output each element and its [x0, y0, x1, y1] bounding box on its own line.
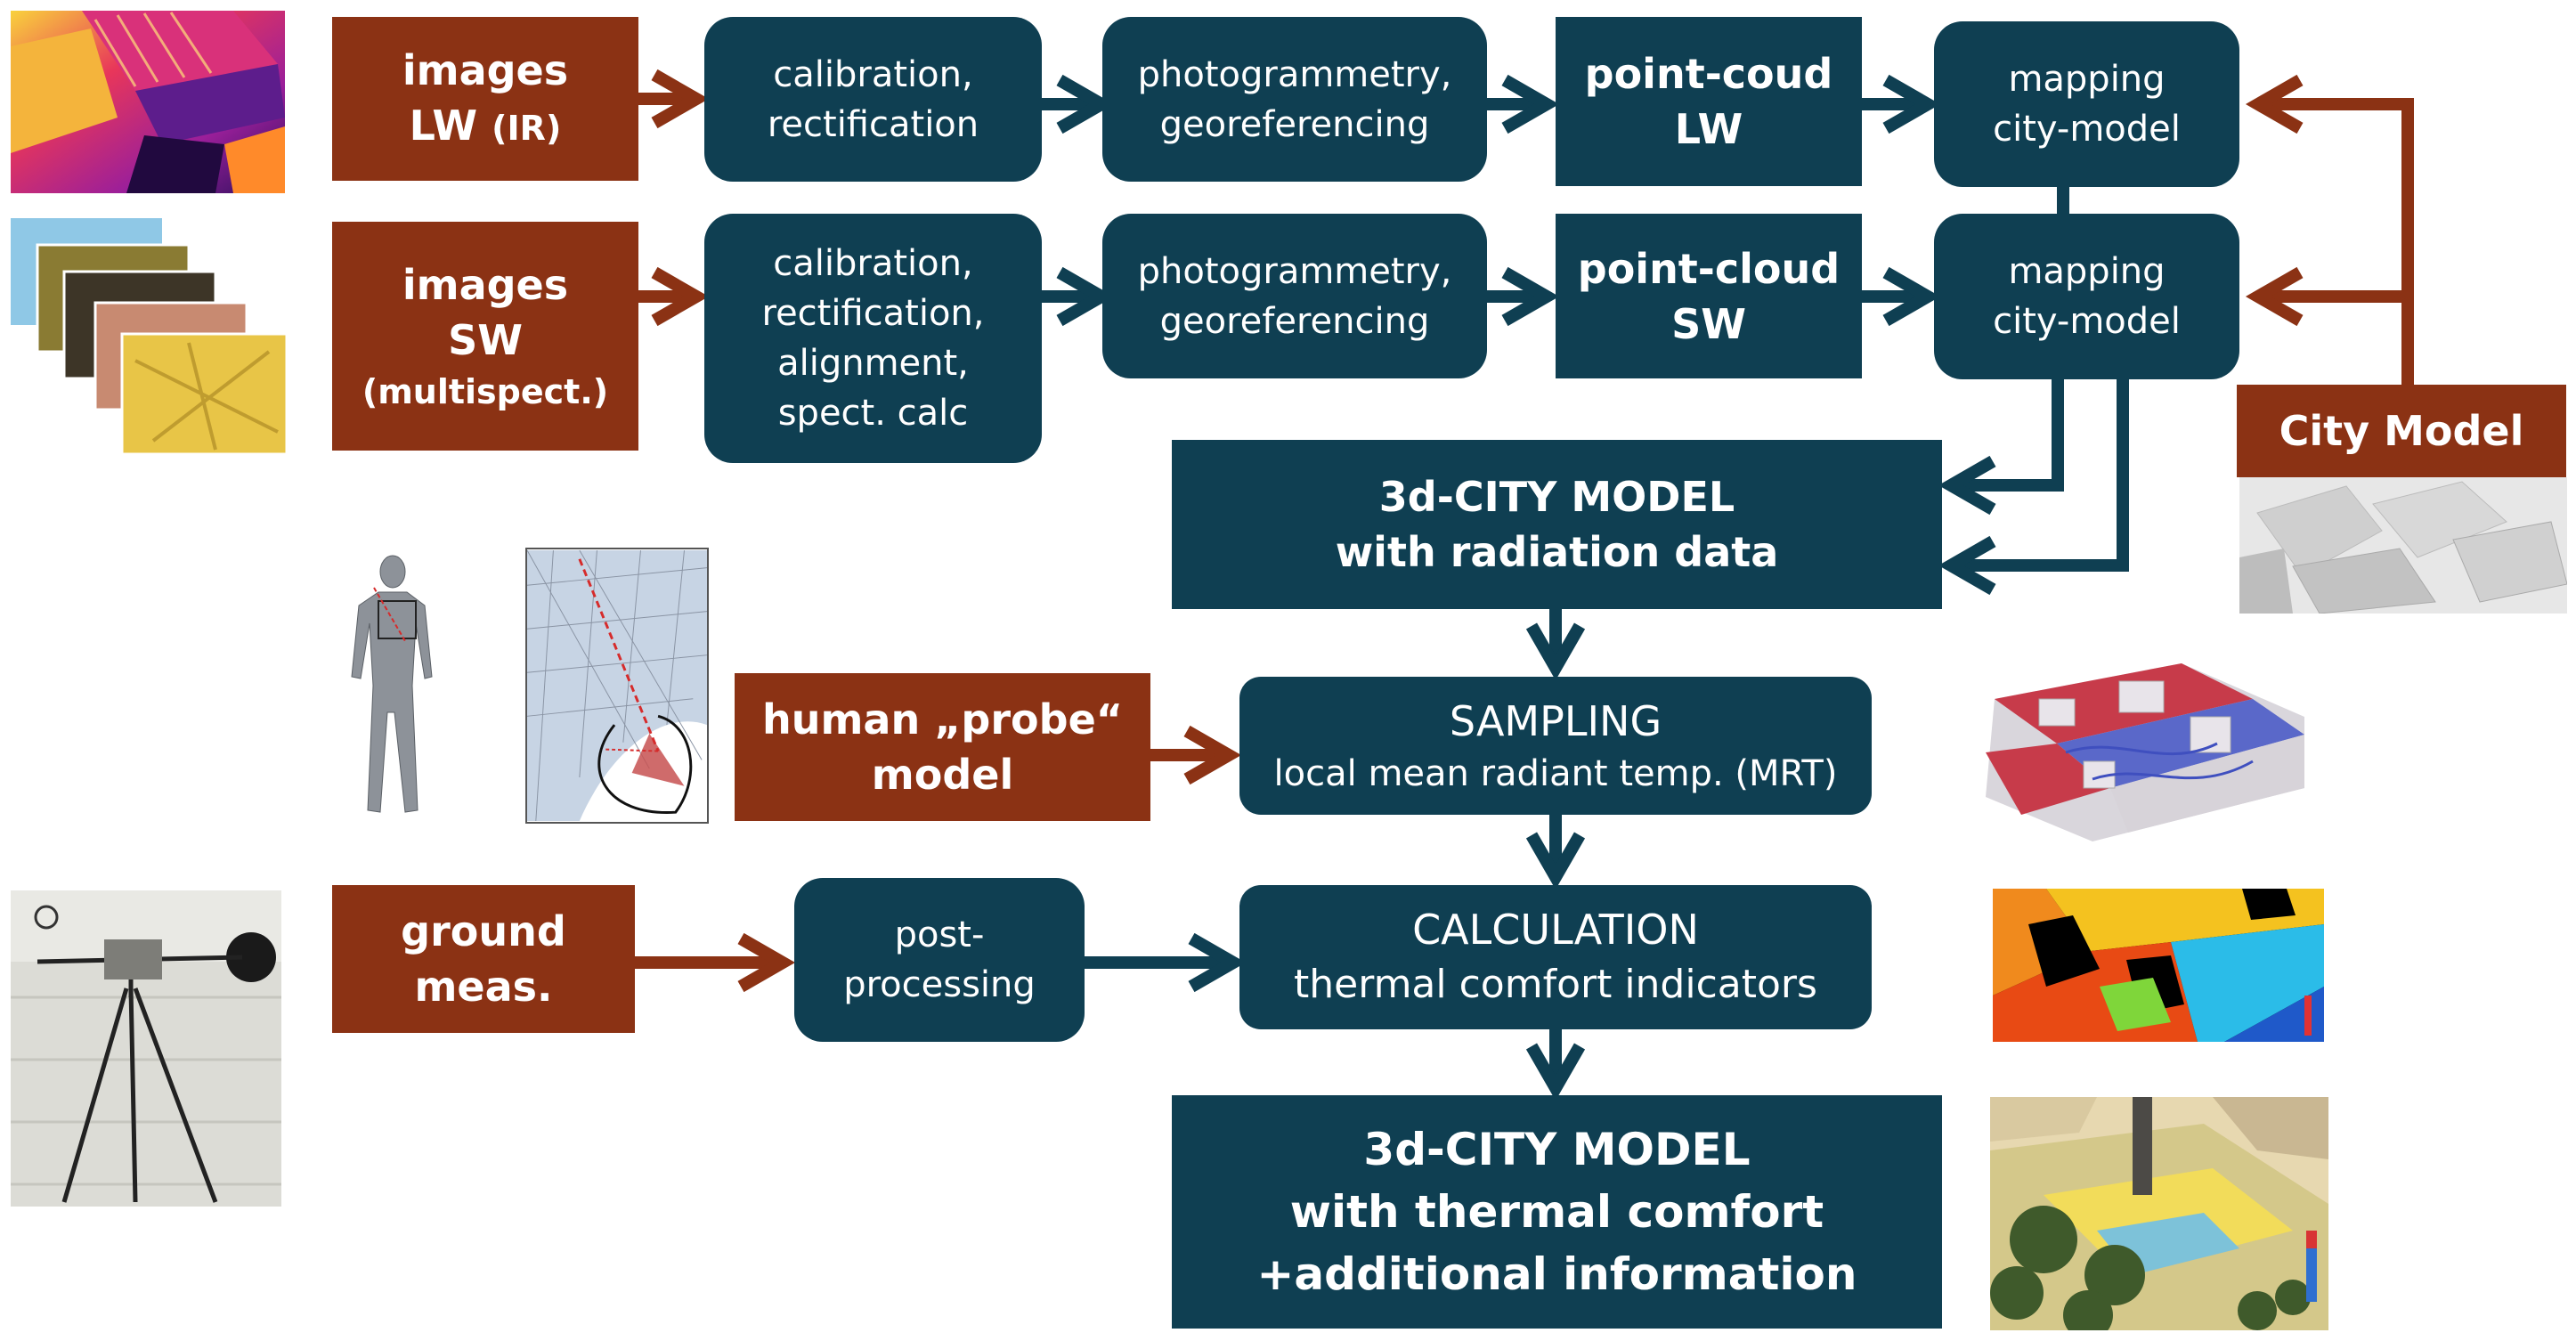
- images-sw-line1: images: [402, 260, 569, 309]
- point-cloud-lw-line2: LW: [1674, 105, 1743, 153]
- calibration-lw-line1: calibration,: [773, 53, 973, 95]
- city-model-radiation-line2: with radiation data: [1335, 528, 1779, 576]
- sampling-line1: SAMPLING: [1449, 696, 1662, 745]
- mesh-detail-with-ray: [525, 548, 709, 824]
- images-lw-ir: (IR): [492, 108, 562, 148]
- arrowhead-calib-sw-to-photo: [1056, 266, 1115, 327]
- thermal-infrared-image: [11, 11, 285, 193]
- arrowhead-probe-to-sampling: [1183, 725, 1242, 785]
- arrowhead-photo-sw-to-pc: [1501, 266, 1560, 327]
- ground-meas-box: ground meas.: [332, 885, 635, 1033]
- images-lw-lw: LW: [409, 101, 478, 150]
- arrow-map-to-city-upper: [1953, 379, 2064, 492]
- images-lw-line2: LW (IR): [410, 98, 562, 156]
- human-probe-line1: human „probe“: [761, 695, 1124, 744]
- photogrammetry-sw-line1: photogrammetry,: [1137, 250, 1452, 292]
- sampling-box: SAMPLING local mean radiant temp. (MRT): [1239, 677, 1872, 815]
- city-model-final-line2: with thermal comfort: [1289, 1186, 1824, 1238]
- grey-city-model-render: [2239, 477, 2567, 614]
- mapping-sw-line1: mapping: [2008, 251, 2166, 292]
- calibration-sw-box: calibration, rectification, alignment, s…: [704, 214, 1042, 463]
- arrowhead-citymodel-to-map-lw: [2245, 74, 2304, 134]
- human-probe-line2: model: [871, 751, 1014, 799]
- calibration-sw-line4: spect. calc: [777, 393, 969, 434]
- city-model-radiation-box: 3d-CITY MODEL with radiation data: [1172, 440, 1942, 609]
- arrowhead-citymodel-to-map-sw: [2245, 266, 2304, 327]
- post-processing-line1: post-: [894, 914, 985, 955]
- calculation-line2: thermal comfort indicators: [1294, 962, 1817, 1007]
- images-sw-box: images SW (multispect.): [332, 222, 638, 451]
- ground-measurement-tripod-photo: [11, 890, 281, 1207]
- images-sw-line3: (multispect.): [362, 371, 609, 411]
- city-model-final-line1: 3d-CITY MODEL: [1363, 1124, 1751, 1175]
- city-model-final-line3: +additional information: [1256, 1248, 1857, 1300]
- arrowhead-map-to-city-upper: [1938, 455, 1996, 516]
- thermal-comfort-heatmap: [1993, 889, 2324, 1042]
- arrowhead-city-to-sampling: [1525, 622, 1586, 681]
- final-3d-thermal-comfort-render: [1990, 1097, 2328, 1330]
- mapping-lw-line1: mapping: [2008, 59, 2166, 100]
- images-lw-box: images LW (IR): [332, 17, 638, 181]
- arrowhead-ground-to-post: [737, 932, 796, 993]
- arrowhead-pc-sw-to-map: [1882, 266, 1941, 327]
- photogrammetry-sw-box: photogrammetry, georeferencing: [1102, 214, 1487, 378]
- city-model-final-box: 3d-CITY MODEL with thermal comfort +addi…: [1172, 1095, 1942, 1329]
- mapping-lw-line2: city-model: [1993, 109, 2181, 150]
- calibration-lw-line2: rectification: [767, 103, 979, 145]
- mapping-sw-line2: city-model: [1993, 301, 2181, 342]
- calibration-sw-line3: alignment,: [777, 343, 969, 384]
- photogrammetry-lw-line1: photogrammetry,: [1137, 53, 1452, 95]
- arrowhead-calib-lw-to-photo: [1056, 74, 1115, 134]
- city-model-label: City Model: [2279, 407, 2524, 455]
- images-sw-line2: SW: [448, 315, 523, 364]
- sampling-line2: local mean radiant temp. (MRT): [1273, 752, 1838, 794]
- point-cloud-sw-box: point-cloud SW: [1556, 214, 1862, 378]
- ground-meas-line2: meas.: [414, 963, 553, 1011]
- arrow-map-to-city-lower: [1953, 379, 2129, 572]
- post-processing-box: post- processing: [794, 878, 1085, 1042]
- mapping-lw-box: mapping city-model: [1934, 21, 2239, 187]
- arrow-citymodel-to-map-lw: [2262, 98, 2414, 385]
- calculation-line1: CALCULATION: [1412, 906, 1699, 954]
- photogrammetry-lw-line2: georeferencing: [1159, 103, 1430, 145]
- photogrammetry-lw-box: photogrammetry, georeferencing: [1102, 17, 1487, 182]
- point-cloud-sw-line2: SW: [1671, 299, 1746, 348]
- calibration-sw-line2: rectification,: [761, 293, 985, 334]
- city-model-box: City Model: [2237, 385, 2566, 477]
- arrowhead-calculation-to-final: [1525, 1043, 1586, 1101]
- point-cloud-lw-line1: point-coud: [1584, 50, 1833, 98]
- arrowhead-lw-to-calib: [651, 69, 710, 129]
- calibration-lw-box: calibration, rectification: [704, 17, 1042, 182]
- point-cloud-sw-line1: point-cloud: [1577, 244, 1841, 293]
- human-probe-model-box: human „probe“ model: [735, 673, 1150, 821]
- multispectral-image-stack: [11, 218, 287, 454]
- arrowhead-photo-lw-to-pc: [1501, 74, 1560, 134]
- arrowhead-post-to-calculation: [1188, 932, 1247, 993]
- images-lw-line1: images: [402, 45, 569, 94]
- arrowhead-map-to-city-lower: [1938, 535, 1996, 596]
- mapping-sw-box: mapping city-model: [1934, 214, 2239, 379]
- city-model-with-radiation-data: [1986, 663, 2304, 841]
- city-model-radiation-line1: 3d-CITY MODEL: [1378, 473, 1735, 521]
- arrowhead-sw-to-calib: [651, 266, 710, 327]
- ground-meas-line1: ground: [401, 907, 566, 955]
- calibration-sw-line1: calibration,: [773, 243, 973, 284]
- arrowhead-sampling-to-calculation: [1525, 832, 1586, 890]
- human-body-mesh-model: [343, 552, 436, 824]
- point-cloud-lw-box: point-coud LW: [1556, 17, 1862, 186]
- photogrammetry-sw-line2: georeferencing: [1159, 300, 1430, 342]
- post-processing-line2: processing: [843, 964, 1036, 1005]
- arrowhead-pc-lw-to-map: [1882, 74, 1941, 134]
- calculation-box: CALCULATION thermal comfort indicators: [1239, 885, 1872, 1029]
